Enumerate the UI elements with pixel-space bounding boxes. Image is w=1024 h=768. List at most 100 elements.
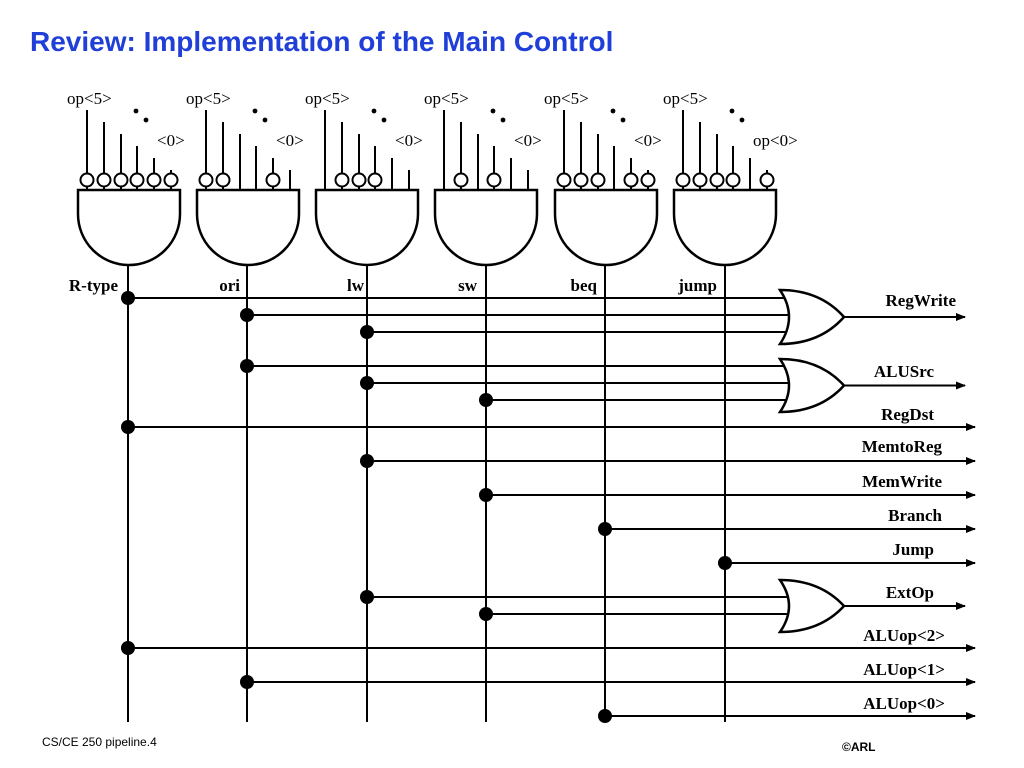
inverter-bubble (334, 172, 350, 188)
and-gate-body (76, 188, 182, 267)
lsb-input-label: <0> (395, 131, 423, 150)
output-label: ExtOp (886, 583, 934, 602)
msb-input-label: op<5> (305, 89, 350, 108)
junction-dot (360, 454, 374, 468)
output-signal-regwrite (121, 291, 966, 339)
junction-dot (479, 488, 493, 502)
ellipsis-dot (262, 117, 268, 123)
output-label: ALUop<1> (863, 660, 945, 679)
inverter-bubble (623, 172, 639, 188)
or-gate-body (777, 357, 846, 414)
output-signal-memtoreg (360, 454, 976, 468)
and-gate-beq: op<5> <0> beq (544, 89, 662, 722)
output-label: Branch (888, 506, 942, 525)
output-label: RegWrite (886, 291, 957, 310)
junction-dot (240, 675, 254, 689)
inverter-bubble (163, 172, 179, 188)
or-gate-extop (777, 578, 846, 634)
output-label: RegDst (881, 405, 934, 424)
lsb-input-label: <0> (276, 131, 304, 150)
or-gate-regwrite (777, 288, 846, 346)
gate-output-label: R-type (69, 276, 119, 295)
and-gate-ori: op<5><0>ori (186, 89, 304, 722)
junction-dot (240, 308, 254, 322)
lsb-input-label: <0> (634, 131, 662, 150)
ellipsis-dot (143, 117, 149, 123)
msb-input-label: op<5> (67, 89, 112, 108)
ellipsis-dot (620, 117, 626, 123)
inverter-bubble (198, 172, 214, 188)
junction-dot (598, 522, 612, 536)
and-gate-body (433, 188, 539, 267)
ellipsis-dot (490, 108, 496, 114)
junction-dot (718, 556, 732, 570)
gate-output-label: ori (219, 276, 240, 295)
inverter-bubble (556, 172, 572, 188)
junction-dot (121, 420, 135, 434)
and-gate-lw: op<5> <0> lw (305, 89, 423, 722)
inverter-bubble (129, 172, 145, 188)
junction-dot (121, 641, 135, 655)
inverter-bubble (367, 172, 383, 188)
output-signal-regdst (121, 420, 976, 434)
inverter-bubble (96, 172, 112, 188)
output-signal-alusrc (240, 359, 966, 407)
inverter-bubble (590, 172, 606, 188)
and-gate-body (314, 188, 420, 267)
inverter-bubble (453, 172, 469, 188)
page-title: Review: Implementation of the Main Contr… (30, 26, 614, 57)
and-gate-body (553, 188, 659, 267)
lsb-input-label: <0> (514, 131, 542, 150)
inverter-bubble (675, 172, 691, 188)
junction-dot (479, 607, 493, 621)
output-label: MemWrite (862, 472, 942, 491)
msb-input-label: op<5> (424, 89, 469, 108)
or-gate-alusrc (777, 357, 846, 414)
output-signal-aluop-1 (240, 675, 976, 689)
gate-output-label: jump (677, 276, 717, 295)
ellipsis-dot (729, 108, 735, 114)
inverter-bubble (79, 172, 95, 188)
output-label: Jump (892, 540, 934, 559)
output-signal-aluop-2 (121, 641, 976, 655)
inverter-bubble (759, 172, 775, 188)
ellipsis-dot (381, 117, 387, 123)
output-signal-aluop-0 (598, 709, 976, 723)
lsb-input-label: <0> (157, 131, 185, 150)
inverter-bubble (351, 172, 367, 188)
inverter-bubble (113, 172, 129, 188)
msb-input-label: op<5> (663, 89, 708, 108)
junction-dot (360, 325, 374, 339)
junction-dot (121, 291, 135, 305)
inverter-bubble (265, 172, 281, 188)
ellipsis-dot (371, 108, 377, 114)
junction-dot (360, 376, 374, 390)
output-signal-memwrite (479, 488, 976, 502)
inverter-bubble (486, 172, 502, 188)
junction-dot (240, 359, 254, 373)
gate-output-label: beq (571, 276, 598, 295)
inverter-bubble (709, 172, 725, 188)
ellipsis-dot (739, 117, 745, 123)
output-label: ALUSrc (874, 362, 935, 381)
inverter-bubble (573, 172, 589, 188)
or-gate-body (777, 578, 846, 634)
output-signal-extop (360, 590, 966, 621)
ellipsis-dot (610, 108, 616, 114)
msb-input-label: op<5> (544, 89, 589, 108)
inverter-bubble (146, 172, 162, 188)
lsb-input-label: op<0> (753, 131, 798, 150)
inverter-bubble (215, 172, 231, 188)
junction-dot (479, 393, 493, 407)
ellipsis-dot (252, 108, 258, 114)
gate-output-label: lw (347, 276, 365, 295)
inverter-bubble (640, 172, 656, 188)
inverter-bubble (725, 172, 741, 188)
junction-dot (598, 709, 612, 723)
ellipsis-dot (133, 108, 139, 114)
gate-output-label: sw (458, 276, 478, 295)
and-gate-body (672, 188, 778, 267)
output-label: ALUop<2> (863, 626, 945, 645)
footer-copyright: ©ARL (842, 740, 876, 754)
